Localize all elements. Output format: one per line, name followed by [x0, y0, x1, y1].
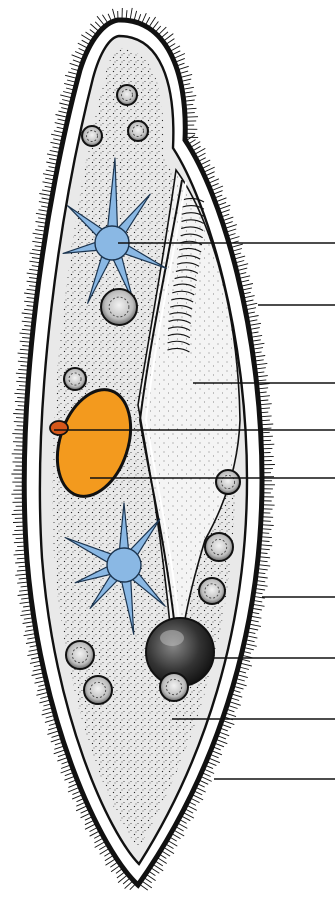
food-vacuole: [64, 368, 86, 390]
forming-food-vacuole-highlight: [160, 630, 184, 646]
food-vacuole: [205, 533, 233, 561]
food-vacuole: [101, 289, 137, 325]
micronucleus: [50, 421, 68, 435]
food-vacuole: [160, 673, 188, 701]
food-vacuole: [128, 121, 148, 141]
food-vacuole: [216, 470, 240, 494]
vacuole-body: [107, 548, 141, 582]
food-vacuole: [84, 676, 112, 704]
food-vacuole: [199, 578, 225, 604]
food-vacuole: [82, 126, 102, 146]
food-vacuole: [66, 641, 94, 669]
food-vacuole: [117, 85, 137, 105]
